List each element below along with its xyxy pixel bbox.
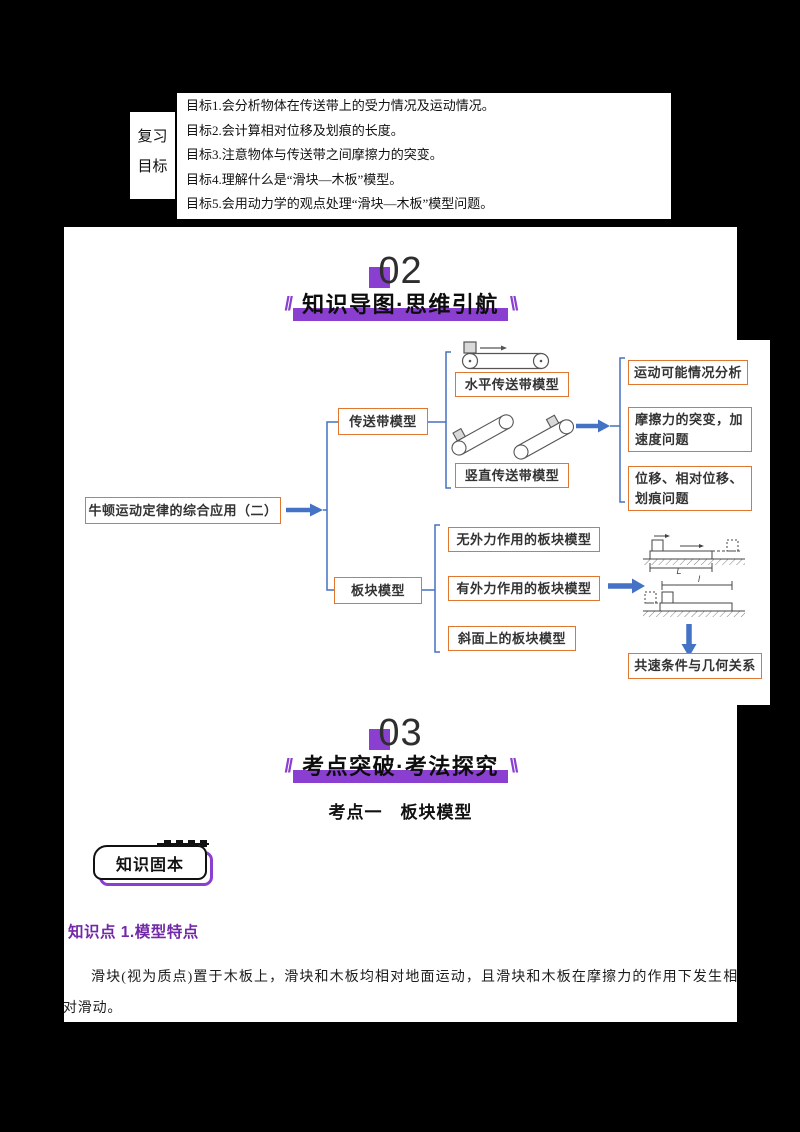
board-child-node-2: 有外力作用的板块模型 <box>448 576 600 601</box>
section-02-number: 02 <box>378 250 423 292</box>
board-child-node-1: 无外力作用的板块模型 <box>448 527 600 552</box>
conveyor-outcome-node-3: 位移、相对位移、划痕问题 <box>628 466 752 511</box>
block-board-diagram-2: l <box>643 574 745 617</box>
review-goal-label-line2: 目标 <box>137 159 168 175</box>
conveyor-outcome-node-2: 摩擦力的突变，加速度问题 <box>628 407 752 452</box>
inclined-conveyor-diagram-left <box>451 414 514 456</box>
arrow-down-icon <box>681 624 697 657</box>
bracket-lines <box>323 351 625 653</box>
section-02-number-wrap: 02 <box>369 250 423 292</box>
badge-notch-line <box>157 843 209 845</box>
knowledge-point-heading: 知识点 1.模型特点 <box>68 924 199 941</box>
section-02-header: 02 // 知识导图·思维引航 \\ <box>64 250 737 321</box>
title-underline-bar <box>293 308 508 321</box>
section-02-title: 知识导图·思维引航 <box>293 292 508 321</box>
diagram-label-L: L <box>676 566 681 576</box>
goal-item-3: 目标3.注意物体与传送带之间摩擦力的突变。 <box>186 147 443 163</box>
horizontal-conveyor-diagram <box>461 341 550 370</box>
goal-item-1: 目标1.会分析物体在传送带上的受力情况及运动情况。 <box>186 98 495 113</box>
slash-right-icon: \\ <box>509 294 518 315</box>
section-02-title-row: // 知识导图·思维引航 \\ <box>284 292 518 321</box>
exam-point-title: 考点一 板块模型 <box>328 803 473 822</box>
badge-notches <box>164 840 207 847</box>
arrow-right-icon-root <box>286 503 323 517</box>
board-child-node-3: 斜面上的板块模型 <box>448 626 576 651</box>
section-03-header: 03 // 考点突破·考法探究 \\ <box>64 712 737 783</box>
slash-right-icon: \\ <box>509 756 518 777</box>
inclined-conveyor-diagram-right <box>513 414 575 460</box>
arrow-right-icon-conveyor <box>576 419 610 433</box>
vertical-conveyor-node: 竖直传送带模型 <box>455 463 569 488</box>
page-background-patch <box>737 340 770 705</box>
review-goal-label-line1: 复习 <box>137 129 168 145</box>
knowledge-point-body: 滑块(视为质点)置于木板上，滑块和木板均相对地面运动，且滑块和木板在摩擦力的作用… <box>63 970 738 1016</box>
block-board-diagram-1: L <box>643 534 745 576</box>
section-02-accent-square <box>369 267 391 288</box>
title-underline-bar <box>293 770 508 783</box>
slash-left-icon: // <box>284 756 293 777</box>
section-03-title-row: // 考点突破·考法探究 \\ <box>284 754 518 783</box>
section-03-number: 03 <box>378 712 423 754</box>
goal-item-2: 目标2.会计算相对位移及划痕的长度。 <box>186 122 404 138</box>
page-background-main <box>64 227 737 1022</box>
goal-item-5: 目标5.会用动力学的观点处理“滑块—木板”模型问题。 <box>186 196 494 212</box>
arrow-right-icon-board <box>608 578 645 594</box>
review-goals-list: 目标1.会分析物体在传送带上的受力情况及运动情况。 目标2.会计算相对位移及划痕… <box>177 93 671 219</box>
knowledge-badge: 知识固本 <box>93 840 213 886</box>
conveyor-branch-node: 传送带模型 <box>338 408 428 435</box>
badge-label: 知识固本 <box>93 845 207 880</box>
slash-left-icon: // <box>284 294 293 315</box>
section-03-title: 考点突破·考法探究 <box>293 754 508 783</box>
diagram-label-l: l <box>698 574 701 584</box>
review-goal-label: 复习 目标 <box>130 112 175 199</box>
mindmap-root-node: 牛顿运动定律的综合应用（二） <box>85 497 281 524</box>
section-03-accent-square <box>369 729 391 750</box>
goal-item-4: 目标4.理解什么是“滑块—木板”模型。 <box>186 171 403 187</box>
common-speed-node: 共速条件与几何关系 <box>628 653 762 679</box>
board-branch-node: 板块模型 <box>334 577 422 604</box>
horizontal-conveyor-node: 水平传送带模型 <box>455 372 569 397</box>
section-03-number-wrap: 03 <box>369 712 423 754</box>
conveyor-outcome-node-1: 运动可能情况分析 <box>628 360 748 385</box>
